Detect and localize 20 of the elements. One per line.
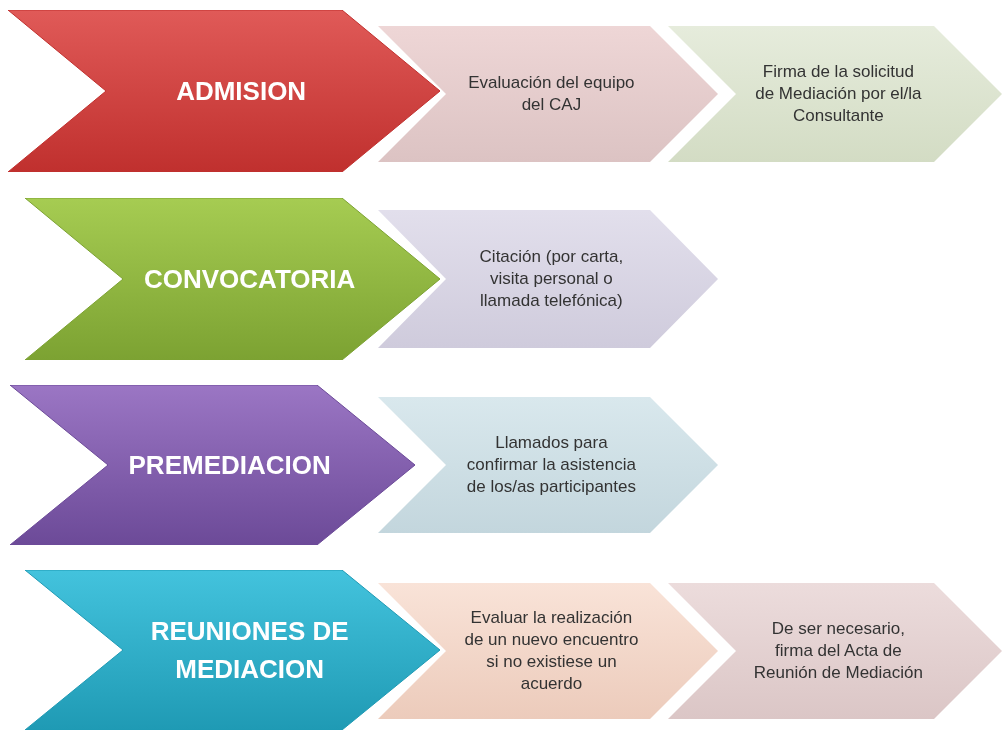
step-description: De ser necesario, firma del Acta de Reunión de Mediación	[753, 618, 924, 684]
stage-banner	[25, 198, 440, 360]
stage-title: REUNIONES DE MEDIACION	[149, 615, 350, 686]
step-banner	[668, 26, 1002, 162]
step-description: Citación (por carta, visita personal o llamada telefónica)	[478, 246, 625, 312]
step-banner	[668, 583, 1002, 719]
step-banner	[378, 397, 718, 533]
stage-title: PREMEDIACION	[128, 449, 331, 482]
step-description: Llamados para confirmar la asistencia de los/as participantes	[465, 432, 637, 498]
step-description: Firma de la solicitud de Mediación por el/la Consultante	[754, 61, 923, 127]
step-banner	[378, 583, 718, 719]
step-banner	[378, 210, 718, 348]
stage-title: ADMISION	[176, 75, 307, 108]
stage-banner	[10, 385, 415, 545]
step-banner	[378, 26, 718, 162]
stage-banner	[8, 10, 440, 172]
step-description: Evaluar la realización de un nuevo encuentro si no existiese un acuerdo	[463, 607, 640, 695]
stage-banner	[25, 570, 440, 730]
stage-title: CONVOCATORIA	[143, 263, 356, 296]
step-description: Evaluación del equipo del CAJ	[467, 72, 636, 116]
